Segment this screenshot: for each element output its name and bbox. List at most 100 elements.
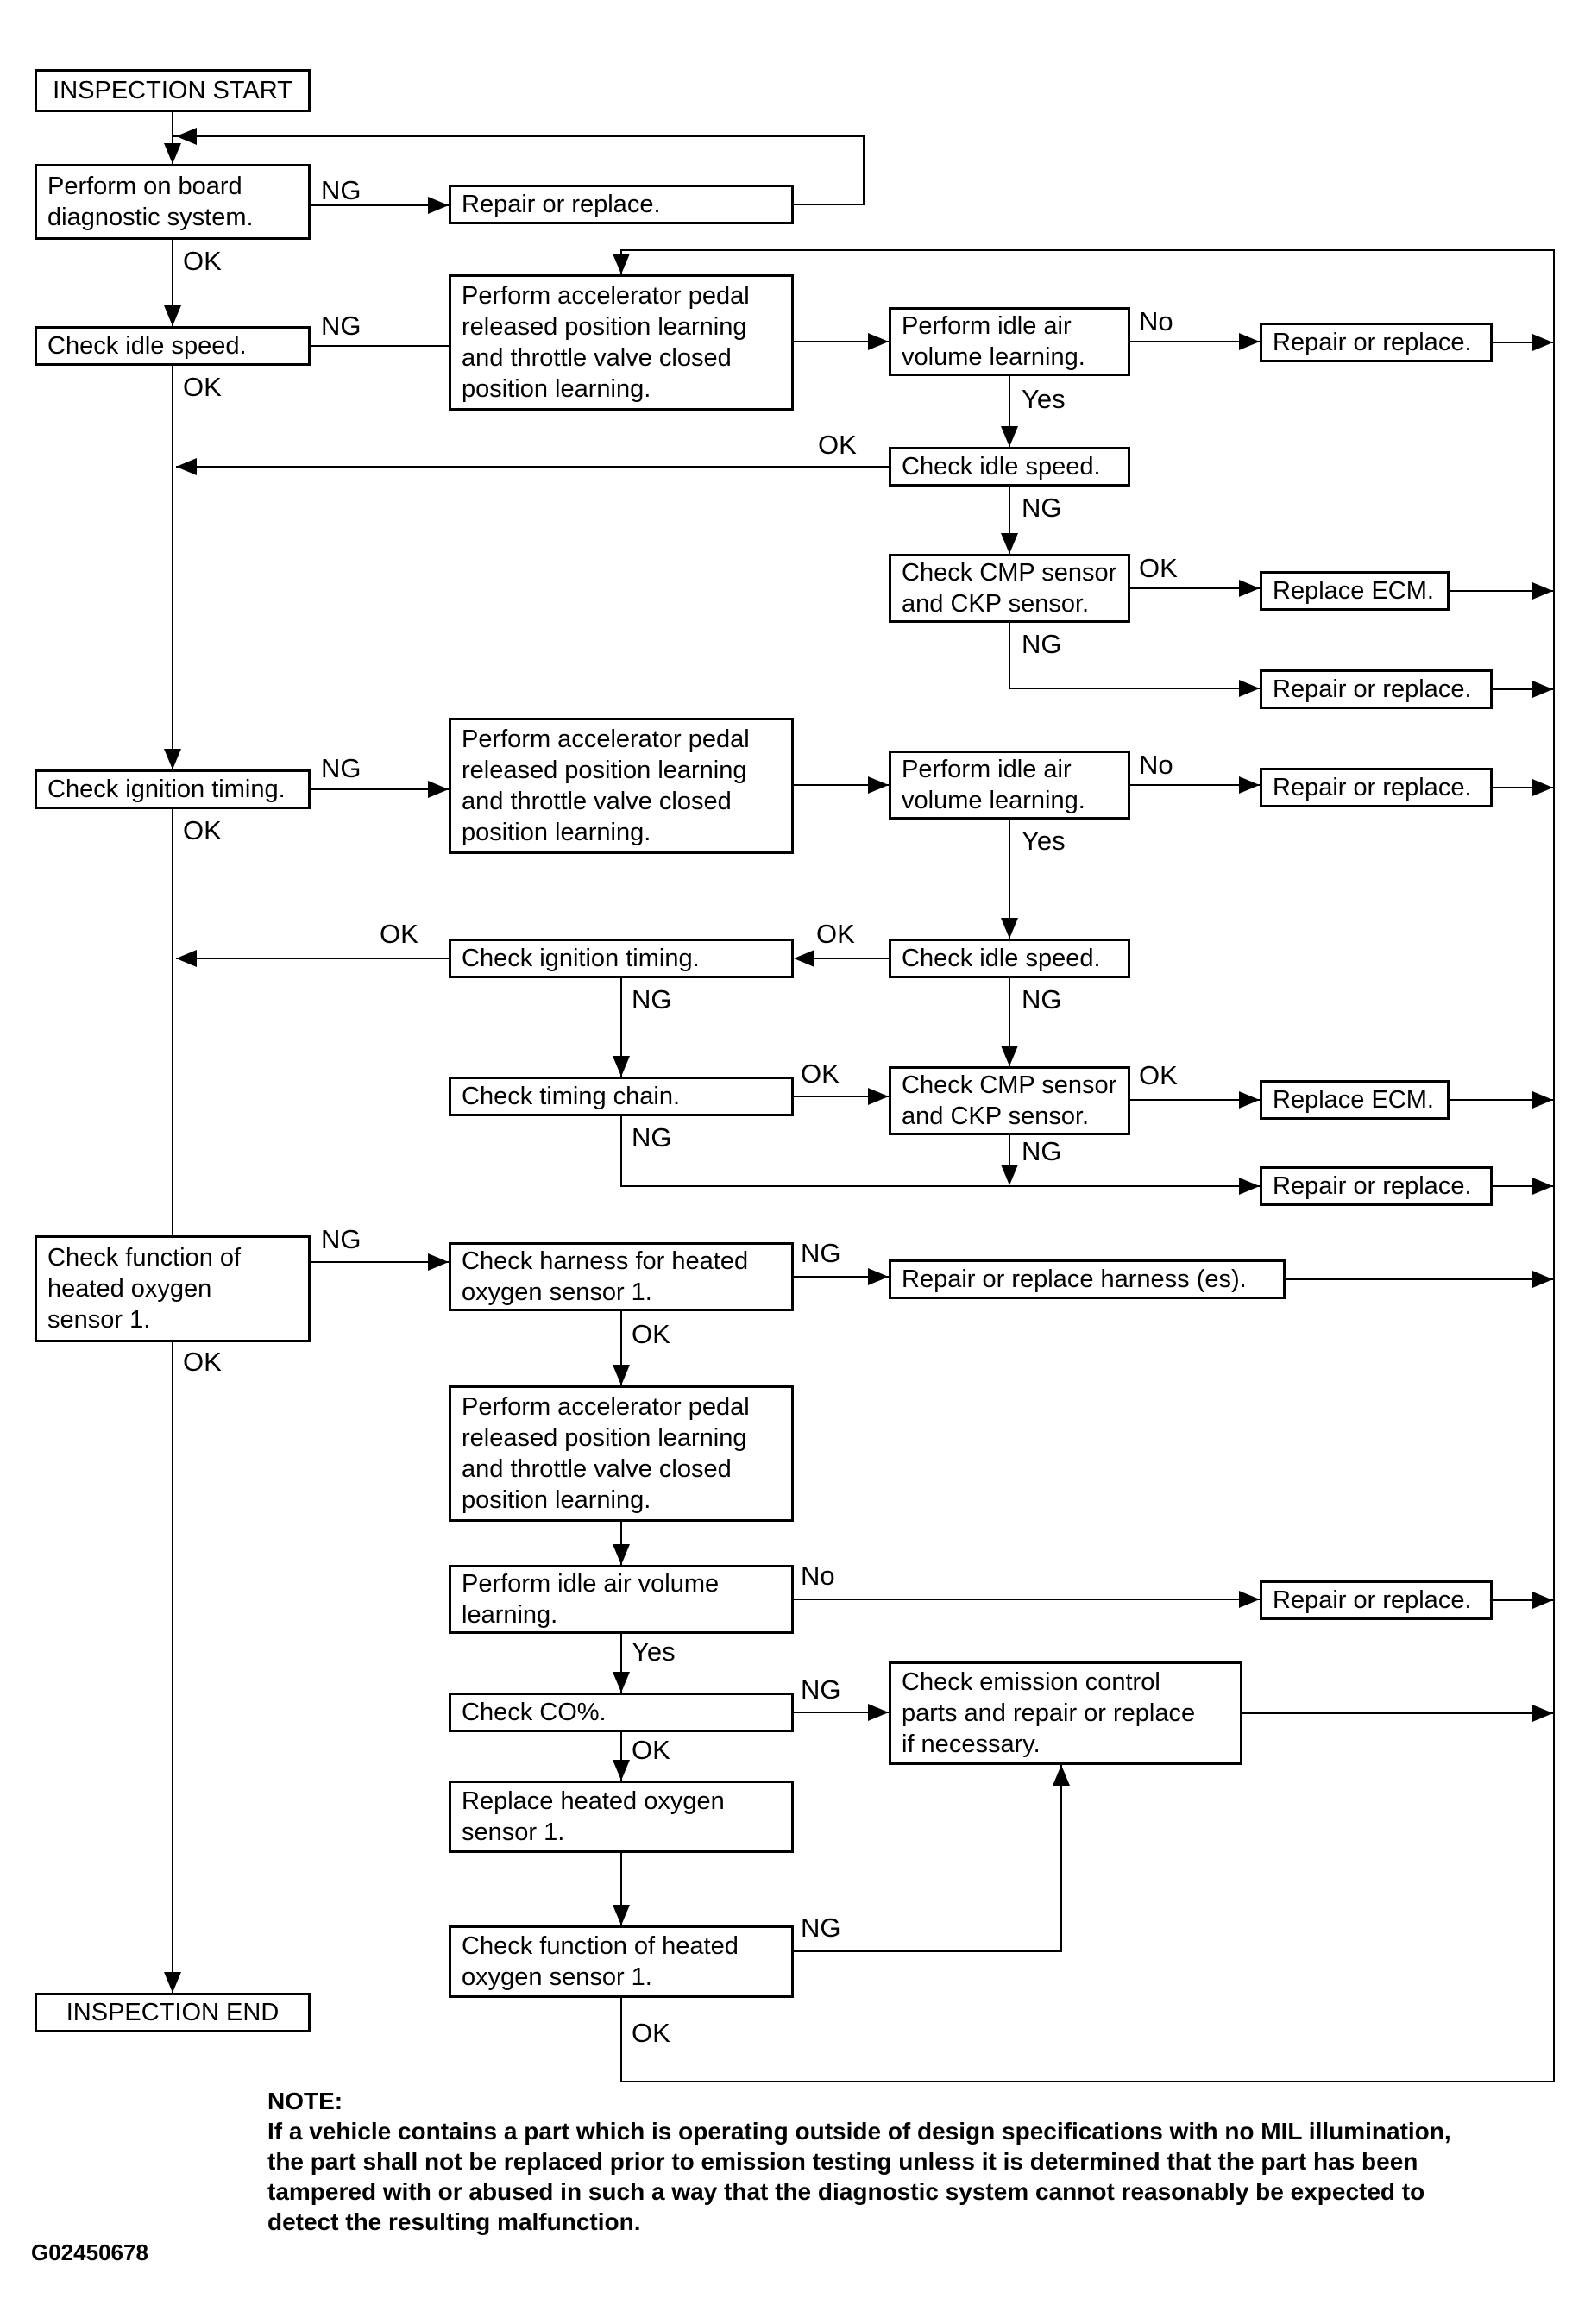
connector-line — [863, 135, 865, 204]
figure-code: G02450678 — [31, 2239, 148, 2265]
note: NOTE: If a vehicle contains a part which… — [267, 2086, 1519, 2237]
flow-node-idle-air-volume-1: Perform idle air volume learning. — [889, 307, 1130, 376]
flow-node-replace-ecm-2: Replace ECM. — [1260, 1080, 1450, 1120]
edge-label: Yes — [1022, 384, 1066, 414]
arrowhead-right-icon — [868, 333, 889, 350]
arrowhead-down-icon — [613, 1056, 630, 1077]
edge-label: NG — [801, 1238, 841, 1268]
edge-label: OK — [632, 2018, 670, 2048]
arrowhead-right-icon — [868, 1088, 889, 1105]
arrowhead-down-icon — [1001, 1046, 1018, 1066]
connector-line — [1130, 341, 1260, 342]
flow-node-check-ignition-timing-2: Check ignition timing. — [449, 939, 794, 978]
arrowhead-down-icon — [613, 1365, 630, 1385]
arrowhead-right-icon — [428, 197, 449, 214]
flow-node-check-ignition-timing-1: Check ignition timing. — [35, 769, 311, 809]
connector-line — [621, 249, 1555, 251]
edge-label: OK — [1139, 553, 1178, 583]
edge-label: No — [1139, 306, 1173, 336]
note-line: If a vehicle contains a part which is op… — [267, 2118, 1451, 2145]
edge-label: NG — [321, 1224, 362, 1254]
arrowhead-down-icon — [613, 1760, 630, 1781]
arrowhead-right-icon — [1532, 1271, 1553, 1288]
connector-line — [172, 240, 173, 326]
edge-label: NG — [632, 1122, 672, 1153]
connector-line — [1060, 1765, 1062, 1951]
connector-line — [1493, 787, 1553, 788]
connector-line — [620, 1732, 622, 1781]
connector-line — [794, 784, 889, 786]
flow-node-repair-5: Repair or replace. — [1260, 1166, 1493, 1206]
note-line: the part shall not be replaced prior to … — [267, 2148, 1418, 2175]
flow-node-repair-harness: Repair or replace harness (es). — [889, 1259, 1286, 1299]
arrowhead-right-icon — [1532, 334, 1553, 351]
arrowhead-right-icon — [1532, 681, 1553, 698]
arrowhead-down-icon — [1001, 533, 1018, 554]
connector-line — [1130, 784, 1260, 786]
arrowhead-right-icon — [1239, 580, 1260, 597]
connector-line — [176, 466, 889, 468]
arrowhead-right-icon — [1239, 776, 1260, 794]
arrowhead-right-icon — [428, 781, 449, 798]
arrowhead-right-icon — [868, 1704, 889, 1721]
flow-node-cmp-ckp-1: Check CMP sensor and CKP sensor. — [889, 554, 1130, 623]
connector-line — [311, 345, 449, 347]
arrowhead-right-icon — [1532, 582, 1553, 600]
connector-line — [172, 809, 173, 1235]
connector-line — [1009, 820, 1010, 939]
connector-line — [1009, 623, 1010, 689]
arrowhead-down-icon — [164, 143, 181, 164]
connector-line — [794, 1276, 889, 1278]
edge-label: OK — [183, 372, 222, 402]
connector-line — [1286, 1278, 1553, 1280]
connector-line — [620, 1853, 622, 1925]
edge-label: NG — [321, 175, 362, 205]
edge-label: NG — [321, 753, 362, 783]
edge-label: OK — [1139, 1060, 1178, 1090]
edge-label: NG — [1022, 1136, 1062, 1166]
flow-node-check-idle-speed-1: Check idle speed. — [35, 326, 311, 366]
arrowhead-down-icon — [164, 1972, 181, 1993]
flow-node-check-co: Check CO%. — [449, 1693, 794, 1732]
edge-label: NG — [1022, 629, 1062, 659]
edge-label: OK — [380, 919, 418, 949]
edge-label: No — [801, 1561, 835, 1591]
edge-label: OK — [818, 430, 857, 460]
arrowhead-right-icon — [1239, 1178, 1260, 1195]
edge-label: NG — [801, 1674, 841, 1705]
arrowhead-down-icon — [1001, 918, 1018, 939]
edge-label: No — [1139, 750, 1173, 780]
connector-line — [620, 978, 622, 1077]
arrowhead-left-icon — [176, 950, 197, 967]
connector-line — [1009, 688, 1260, 689]
arrowhead-down-icon — [1001, 426, 1018, 447]
connector-line — [311, 1261, 449, 1263]
connector-line — [794, 1950, 1062, 1952]
flow-node-check-emission: Check emission control parts and repair … — [889, 1661, 1242, 1765]
connector-line — [621, 2081, 1554, 2082]
note-line: tampered with or abused in such a way th… — [267, 2178, 1425, 2205]
connector-line — [1493, 1599, 1553, 1601]
arrowhead-right-icon — [1239, 1091, 1260, 1109]
arrowhead-right-icon — [1239, 333, 1260, 350]
arrowhead-right-icon — [868, 1268, 889, 1285]
arrowhead-right-icon — [1532, 1091, 1553, 1109]
flow-node-cmp-ckp-2: Check CMP sensor and CKP sensor. — [889, 1066, 1130, 1135]
edge-label: OK — [183, 815, 222, 845]
edge-label: OK — [183, 246, 222, 276]
connector-line — [1493, 342, 1553, 343]
flow-node-check-idle-speed-3: Check idle speed. — [889, 939, 1130, 978]
arrowhead-right-icon — [1532, 1592, 1553, 1609]
flow-node-inspection-end: INSPECTION END — [35, 1993, 311, 2032]
connector-line — [1009, 376, 1010, 447]
connector-line — [794, 341, 889, 342]
arrowhead-right-icon — [428, 1253, 449, 1271]
arrowhead-down-icon — [613, 1544, 630, 1565]
edge-label: NG — [801, 1913, 841, 1943]
edge-label: NG — [321, 311, 362, 341]
flow-node-check-o2-function-1: Check function of heated oxygen sensor 1… — [35, 1235, 311, 1342]
connector-line — [1009, 1135, 1010, 1170]
arrowhead-down-icon — [164, 305, 181, 326]
arrowhead-down-icon — [1001, 1165, 1018, 1185]
